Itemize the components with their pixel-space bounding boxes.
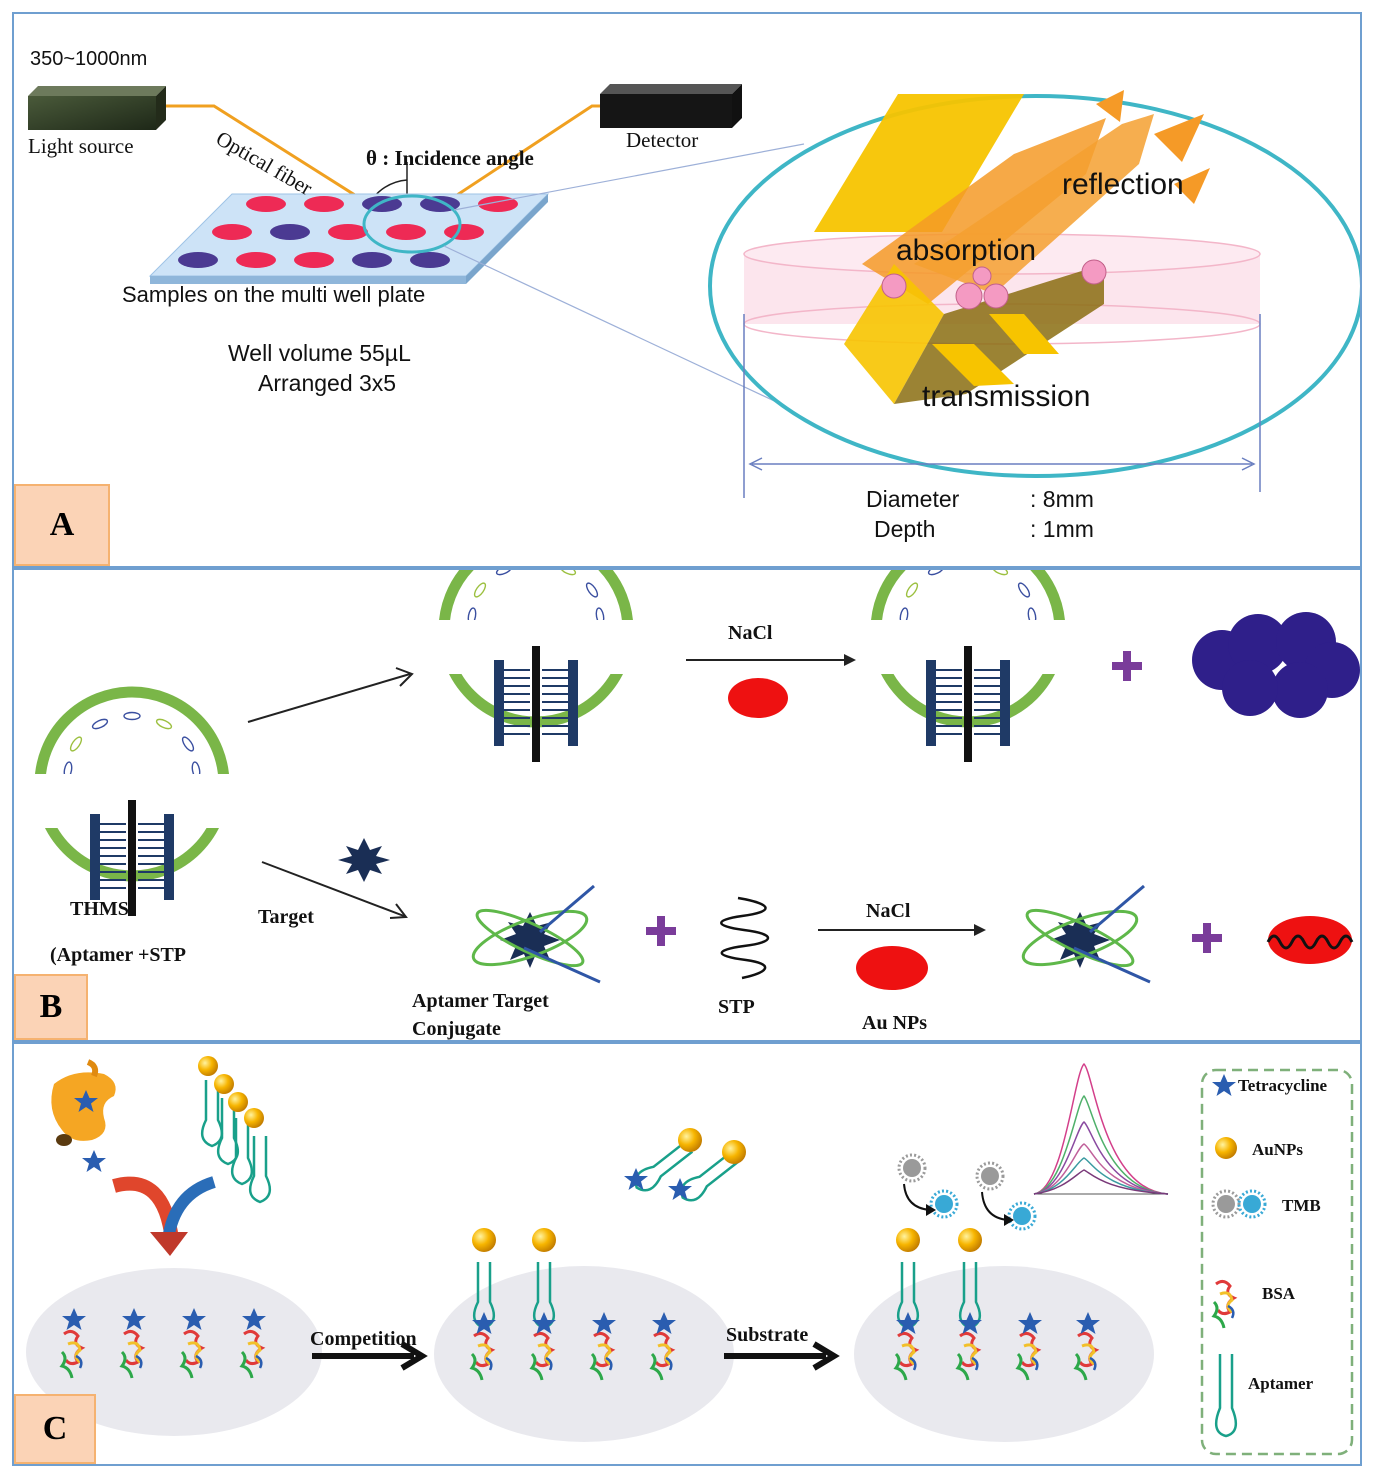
curved-arrow — [112, 1176, 179, 1241]
displaced-aptamers — [624, 1128, 746, 1207]
aptamer-legend-icon — [1214, 1354, 1238, 1438]
absorbance-spectra — [1033, 1062, 1169, 1195]
legend-aptamer-label: Aptamer — [1248, 1374, 1314, 1393]
aunp-bottom — [856, 946, 928, 990]
legend-bsa-label: BSA — [1262, 1284, 1296, 1303]
arranged-label: Arranged 3x5 — [258, 370, 397, 396]
depth-value: : 1mm — [1030, 516, 1094, 542]
diameter-dimension — [743, 314, 1261, 498]
thms-probe-top-after — [864, 570, 1072, 762]
plus-top — [1112, 651, 1142, 681]
stp-on-aunp — [1266, 934, 1354, 950]
substrate-label: Substrate — [726, 1324, 809, 1346]
legend-box — [1200, 1068, 1354, 1456]
diameter-label: Diameter — [866, 486, 960, 512]
plus-mid — [646, 916, 676, 946]
wavelength-label: 350~1000nm — [30, 48, 148, 70]
panel-a: 350~1000nm Light source Optical fiber De… — [12, 12, 1362, 568]
panel-b: NaCl NaCl THMS (Aptamer +STP Target Apta… — [12, 568, 1362, 1042]
conjugate-label-line1: Aptamer Target — [412, 990, 549, 1012]
light-source-box — [28, 86, 166, 130]
tmb-oxidation — [897, 1153, 1037, 1231]
legend-aunps-label: AuNPs — [1252, 1140, 1304, 1159]
thms-label: THMS — [70, 898, 129, 920]
multi-well-plate — [148, 193, 550, 284]
arrow-to-top — [247, 673, 411, 723]
panel-b-illustration — [14, 570, 1360, 990]
bound-aptamers-2 — [472, 1228, 556, 1330]
target-label: Target — [258, 906, 314, 928]
aggregated-aunp-cluster — [1192, 612, 1360, 718]
legend-tmb-label: TMB — [1282, 1196, 1321, 1215]
magnifier-ring — [362, 194, 462, 254]
well-surface-1 — [26, 1268, 322, 1436]
thms-sub-label: (Aptamer +STP — [50, 944, 187, 966]
thms-probe — [28, 692, 236, 916]
nanoparticles — [881, 259, 1107, 310]
transmission-label: transmission — [922, 380, 1091, 413]
tetracycline-icon — [1212, 1074, 1236, 1096]
legend-tetracycline-label: Tetracycline — [1238, 1076, 1328, 1095]
dispersed-aunp — [1268, 916, 1352, 964]
panel-c-illustration — [26, 1056, 1354, 1456]
thms-probe-top — [432, 570, 640, 762]
aptamer-target-conjugate-after — [1015, 884, 1152, 984]
arrow-to-bottom — [261, 861, 405, 917]
au-nps-label: Au NPs — [862, 1012, 928, 1034]
tmb-blue-icon — [1237, 1189, 1267, 1219]
reflection-label: reflection — [1062, 168, 1184, 201]
competition-label: Competition — [310, 1328, 417, 1350]
conjugate-label-line2: Conjugate — [412, 1018, 501, 1040]
panel-b-tag: B — [14, 974, 88, 1040]
panel-a-illustration — [28, 84, 1360, 498]
depth-label: Depth — [874, 516, 936, 542]
honey-sample — [51, 1059, 116, 1172]
well-surface-3 — [854, 1266, 1154, 1442]
panel-a-tag: A — [14, 484, 110, 566]
plate-caption: Samples on the multi well plate — [122, 282, 426, 307]
well-volume-label: Well volume 55µL — [228, 340, 411, 366]
aunp-icon — [1215, 1137, 1237, 1159]
stp-label: STP — [718, 996, 755, 1018]
stp-strand — [720, 896, 769, 980]
detector-box — [600, 84, 742, 128]
bsa-icon — [1212, 1279, 1236, 1330]
target-molecule — [338, 838, 390, 882]
aptamer-target-conjugate — [465, 884, 602, 984]
light-beams — [814, 90, 1210, 404]
light-source-label: Light source — [28, 134, 134, 158]
nacl-label-bottom: NaCl — [866, 900, 911, 922]
well-surface-2 — [434, 1266, 734, 1442]
absorption-label: absorption — [896, 234, 1037, 267]
diameter-value: : 8mm — [1030, 486, 1094, 512]
aunp-top — [728, 678, 788, 718]
nacl-label-top: NaCl — [728, 622, 773, 644]
panel-c: Competition Substrate Tetracycline AuNPs… — [12, 1042, 1362, 1466]
tmb-grey-icon — [1211, 1189, 1241, 1219]
panel-c-tag: C — [14, 1394, 96, 1464]
plus-bottom — [1192, 923, 1222, 953]
bound-aptamers-3 — [896, 1228, 982, 1330]
free-aptamer-group — [198, 1056, 272, 1204]
detector-label: Detector — [626, 128, 699, 152]
incidence-angle-label: θ : Incidence angle — [366, 146, 534, 170]
